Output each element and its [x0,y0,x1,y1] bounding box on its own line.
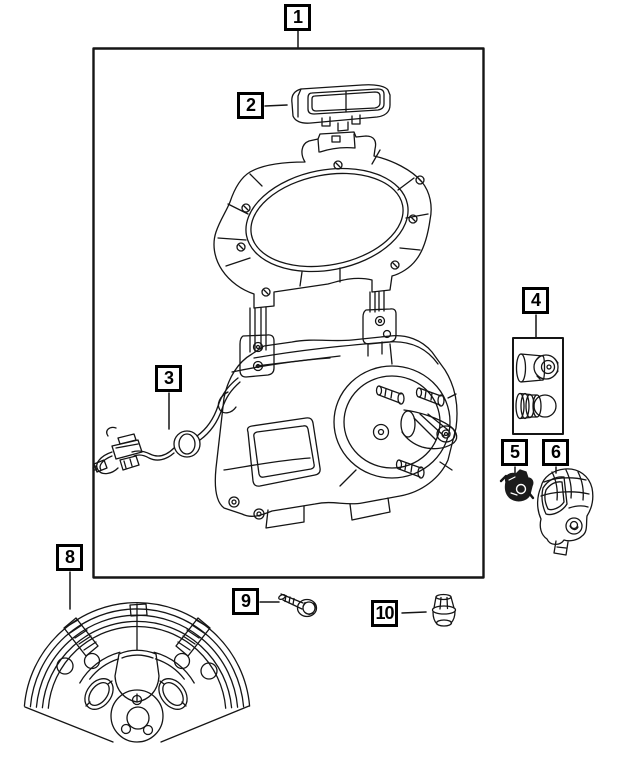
carrier-frame-ring-drawing [213,131,432,309]
frame-rivets [236,160,425,297]
callout-8[interactable]: 8 [56,544,83,571]
callout-4-number: 4 [530,290,541,310]
callout-2[interactable]: 2 [237,92,264,119]
callout-leader-lines [69,30,557,614]
spare-wheel-drawing [23,601,251,743]
wheel-studs [375,385,445,479]
camera-housing-drawing [536,468,594,556]
lug-nut-drawing [431,593,457,627]
callout-6[interactable]: 6 [542,439,569,466]
callout-5-number: 5 [509,442,520,462]
callout-10-number: 10 [375,603,394,623]
callout-1[interactable]: 1 [284,4,311,31]
wheel-hand-holes [84,678,188,710]
callout-3-number: 3 [163,368,174,388]
callout-10[interactable]: 10 [371,600,398,627]
hardware-set-drawing [512,337,564,435]
camera-harness-drawing [92,377,241,475]
third-brake-lamp-drawing [291,84,391,132]
carrier-body-drawing [214,334,458,529]
callout-6-number: 6 [550,442,561,462]
callout-1-number: 1 [292,7,303,27]
callout-9-number: 9 [240,591,251,611]
main-assembly-frame [92,47,485,579]
callout-5[interactable]: 5 [501,439,528,466]
leader-2 [264,104,288,107]
wheel-spokes [63,617,211,670]
callout-4[interactable]: 4 [522,287,549,314]
rear-camera-drawing [499,469,535,502]
callout-3[interactable]: 3 [155,365,182,392]
callout-2-number: 2 [245,95,256,115]
callout-9[interactable]: 9 [232,588,259,615]
callout-8-number: 8 [64,547,75,567]
carrier-struts-drawing [239,290,397,378]
wheel-hub [110,689,164,743]
mounting-bolt-drawing [278,593,318,618]
leader-10 [401,611,427,614]
